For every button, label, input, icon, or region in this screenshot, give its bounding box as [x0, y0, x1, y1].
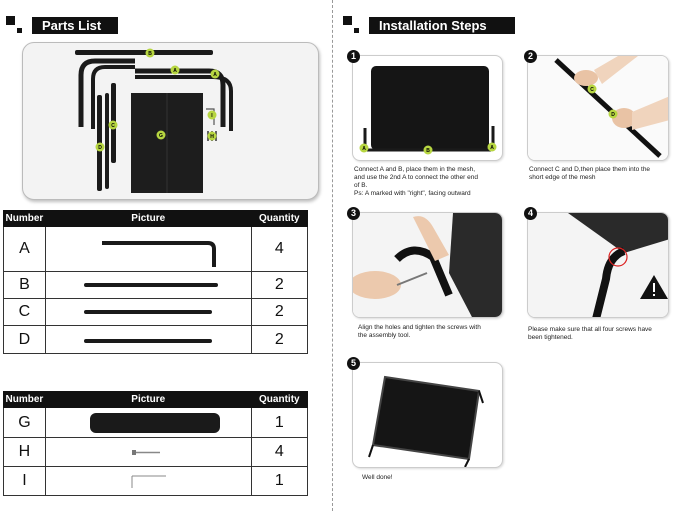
part-b-illustration: [84, 283, 219, 287]
parts-overview-card: B A A C D G I H: [22, 42, 319, 200]
step-2-panel: C D: [527, 55, 669, 161]
part-picture: [44, 437, 252, 467]
step-4-illustration: [528, 213, 668, 317]
col-number-header: Number: [3, 391, 46, 408]
part-number: I: [3, 466, 46, 496]
header-square-small-icon: [354, 28, 359, 33]
step-3-number-badge: 3: [347, 207, 360, 220]
part-d-illustration: [84, 338, 213, 343]
part-i-illustration: [131, 475, 167, 488]
parts-list-header: Parts List: [6, 16, 118, 34]
step-1-illustration: A B A: [359, 66, 497, 155]
step-1-panel: A B A: [352, 55, 503, 161]
col-quantity-header: Quantity: [250, 391, 309, 408]
column-divider: [332, 0, 333, 511]
part-number: H: [3, 437, 46, 467]
overview-marker-a1: A: [173, 68, 177, 74]
part-quantity: 4: [250, 226, 309, 272]
step-2-illustration: C D: [528, 56, 668, 160]
table-row: A 4: [3, 226, 309, 272]
part-number: C: [3, 298, 46, 326]
part-quantity: 4: [250, 437, 309, 467]
parts-overview-illustration: B A A C D G I H: [75, 48, 233, 193]
part-number: G: [3, 407, 46, 438]
part-g-illustration: [90, 412, 221, 433]
step-1-number-badge: 1: [347, 50, 360, 63]
step-3-illustration: [353, 213, 502, 317]
table-row: D 2: [3, 325, 309, 354]
overview-marker-a2: A: [213, 72, 217, 78]
step-3-panel: [352, 212, 503, 318]
step-1-marker-b: B: [426, 148, 430, 154]
part-number: A: [3, 226, 46, 272]
part-picture: [44, 271, 252, 299]
step-4-number-badge: 4: [524, 207, 537, 220]
step-2-marker-c: C: [590, 87, 594, 93]
parts-table-frame: Number Picture Quantity A 4 B 2 C 2: [3, 210, 309, 354]
overview-marker-d: D: [98, 145, 102, 151]
overview-marker-c: C: [111, 123, 115, 129]
col-picture-header: Picture: [44, 210, 252, 227]
step-5-illustration: [368, 375, 484, 467]
step-1-caption: Connect A and B, place them in the mesh,…: [354, 166, 478, 197]
part-quantity: 1: [250, 466, 309, 496]
header-square-small-icon: [17, 28, 22, 33]
header-square-icon: [343, 16, 352, 25]
part-quantity: 2: [250, 271, 309, 299]
accessories-table-frame: Number Picture Quantity G 1 H 4 I 1: [3, 391, 309, 496]
part-number: D: [3, 325, 46, 354]
step-5-caption: Well done!: [362, 474, 393, 481]
part-quantity: 2: [250, 325, 309, 354]
step-1-marker-a1: A: [362, 146, 366, 152]
step-4-caption: Please make sure that all four screws ha…: [528, 326, 652, 341]
part-picture: [44, 325, 252, 354]
installation-header: Installation Steps: [343, 16, 515, 34]
part-quantity: 1: [250, 407, 309, 438]
step-3-caption: Align the holes and tighten the screws w…: [358, 324, 481, 339]
table-row: C 2: [3, 298, 309, 326]
step-2-number-badge: 2: [524, 50, 537, 63]
overview-marker-h: H: [210, 134, 214, 140]
col-number-header: Number: [3, 210, 46, 227]
installation-title: Installation Steps: [363, 16, 515, 34]
part-quantity: 2: [250, 298, 309, 326]
step-5-number-badge: 5: [347, 357, 360, 370]
parts-list-title: Parts List: [26, 16, 118, 34]
table-row: I 1: [3, 466, 309, 496]
part-picture: [44, 407, 252, 438]
overview-marker-b: B: [148, 51, 152, 57]
part-h-illustration: [132, 450, 161, 455]
step-2-marker-d: D: [611, 112, 615, 118]
table-row: H 4: [3, 437, 309, 467]
step-5-panel: [352, 362, 503, 468]
overview-marker-g: G: [159, 133, 163, 139]
step-1-marker-a2: A: [490, 145, 494, 151]
part-picture: [44, 226, 252, 272]
overview-marker-i: I: [211, 113, 213, 119]
col-quantity-header: Quantity: [250, 210, 309, 227]
header-square-icon: [6, 16, 15, 25]
part-number: B: [3, 271, 46, 299]
part-c-illustration: [84, 310, 213, 314]
part-a-illustration: [102, 241, 217, 267]
part-picture: [44, 466, 252, 496]
step-2-caption: Connect C and D,then place them into the…: [529, 166, 651, 181]
table-row: B 2: [3, 271, 309, 299]
col-picture-header: Picture: [44, 391, 252, 408]
step-4-panel: [527, 212, 669, 318]
part-picture: [44, 298, 252, 326]
table-row: G 1: [3, 407, 309, 438]
